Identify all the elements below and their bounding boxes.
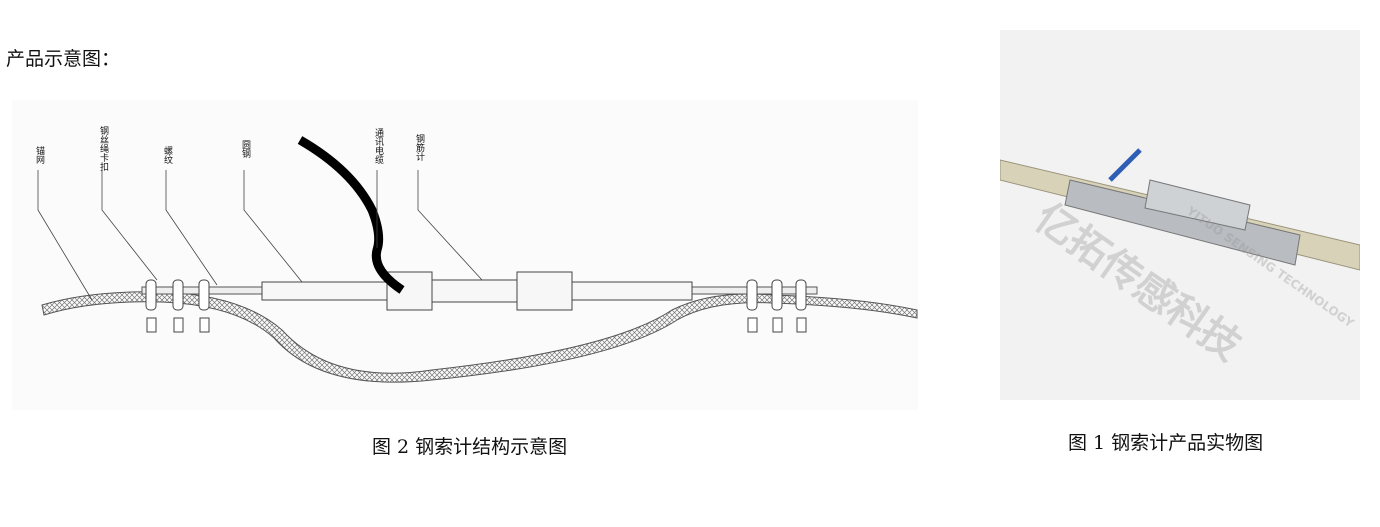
figure-2-caption: 图 2 钢索计结构示意图 (372, 436, 568, 458)
section-heading: 产品示意图： (6, 48, 121, 70)
communication-cable (297, 136, 405, 294)
cable-meter-photo (1000, 148, 1360, 271)
figure-1-caption: 图 1 钢索计产品实物图 (1068, 432, 1264, 454)
product-photo: 亿拓传感科技 YITUO SENSING TECHNOLOGY (1000, 30, 1360, 400)
label-thread: 螺纹 (162, 146, 172, 164)
label-wire-rope-clip: 钢丝绳卡扣 (98, 126, 108, 171)
label-rebar-meter: 钢筋计 (414, 134, 424, 161)
label-anchor-net: 锚网 (34, 146, 44, 164)
label-round-steel: 圆钢 (240, 140, 250, 158)
cable-meter-structure-drawing (37, 136, 918, 383)
steel-cable (41, 291, 918, 383)
label-communication-cable: 通讯电缆 (373, 128, 383, 164)
structure-diagram: 锚网 钢丝绳卡扣 螺纹 圆钢 通讯电缆 钢筋计 (12, 100, 918, 410)
